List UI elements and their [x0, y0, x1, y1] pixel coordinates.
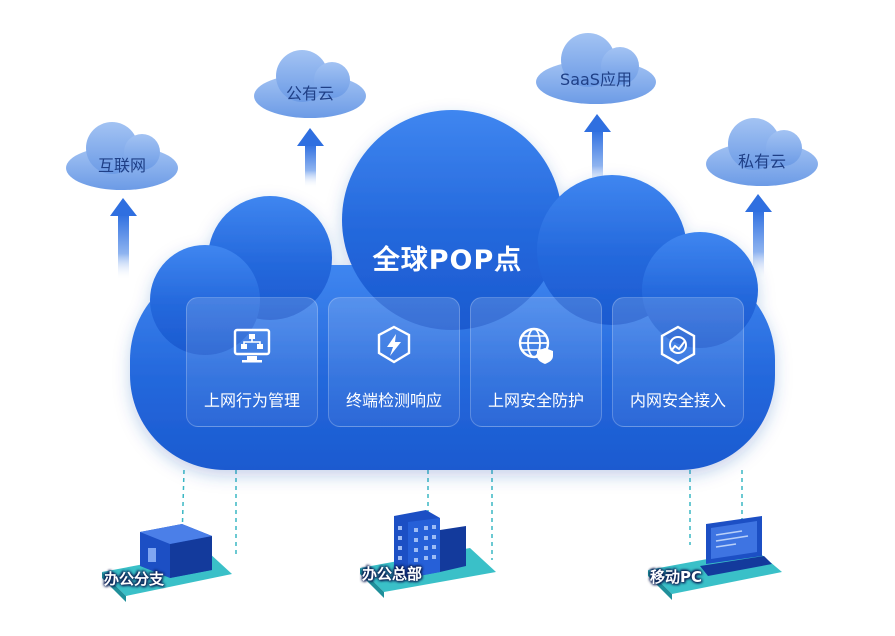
pc-site: [648, 516, 782, 600]
hq-site: [360, 510, 496, 598]
capability-card-edr: 终端检测响应: [328, 297, 460, 427]
globe-shield-icon: [518, 327, 553, 364]
capability-label: 终端检测响应: [345, 391, 442, 410]
upward-arrows: [110, 114, 772, 280]
branch-site: [102, 524, 232, 602]
hexagon-link-icon: [660, 325, 696, 365]
cloud-icon: [706, 118, 818, 186]
site-mobile-pc-label: 移动PC: [650, 568, 703, 586]
monitor-org-chart-icon: [233, 328, 271, 363]
pop-title: 全球POP点: [372, 245, 523, 276]
cloud-icon: [536, 33, 656, 104]
arrow-up-icon: [297, 128, 324, 188]
capability-card-web-security: 上网安全防护: [470, 297, 602, 427]
cloud-icon: [66, 122, 178, 190]
destination-internet-label: 互联网: [97, 156, 146, 175]
destination-clouds: [66, 33, 818, 190]
site-hq-label: 办公总部: [362, 565, 423, 583]
headquarters-building-icon: [394, 510, 466, 578]
destination-private-cloud-label: 私有云: [737, 152, 786, 171]
destination-public-cloud-label: 公有云: [285, 84, 334, 103]
site-branch-label: 办公分支: [104, 570, 165, 588]
arrow-up-icon: [110, 198, 137, 280]
arrow-up-icon: [584, 114, 611, 190]
capability-card-intranet-access: 内网安全接入: [612, 297, 744, 427]
capability-label: 内网安全接入: [629, 391, 726, 410]
destination-saas-label: SaaS应用: [560, 70, 632, 89]
capability-label: 上网安全防护: [487, 391, 584, 410]
shield-lightning-icon: [377, 325, 411, 364]
branch-building-icon: [140, 524, 212, 578]
cloud-icon: [254, 50, 366, 118]
arrow-up-icon: [745, 194, 772, 280]
capability-card-behavior-management: 上网行为管理: [186, 297, 318, 427]
laptop-icon: [700, 516, 772, 576]
capability-label: 上网行为管理: [203, 391, 300, 410]
